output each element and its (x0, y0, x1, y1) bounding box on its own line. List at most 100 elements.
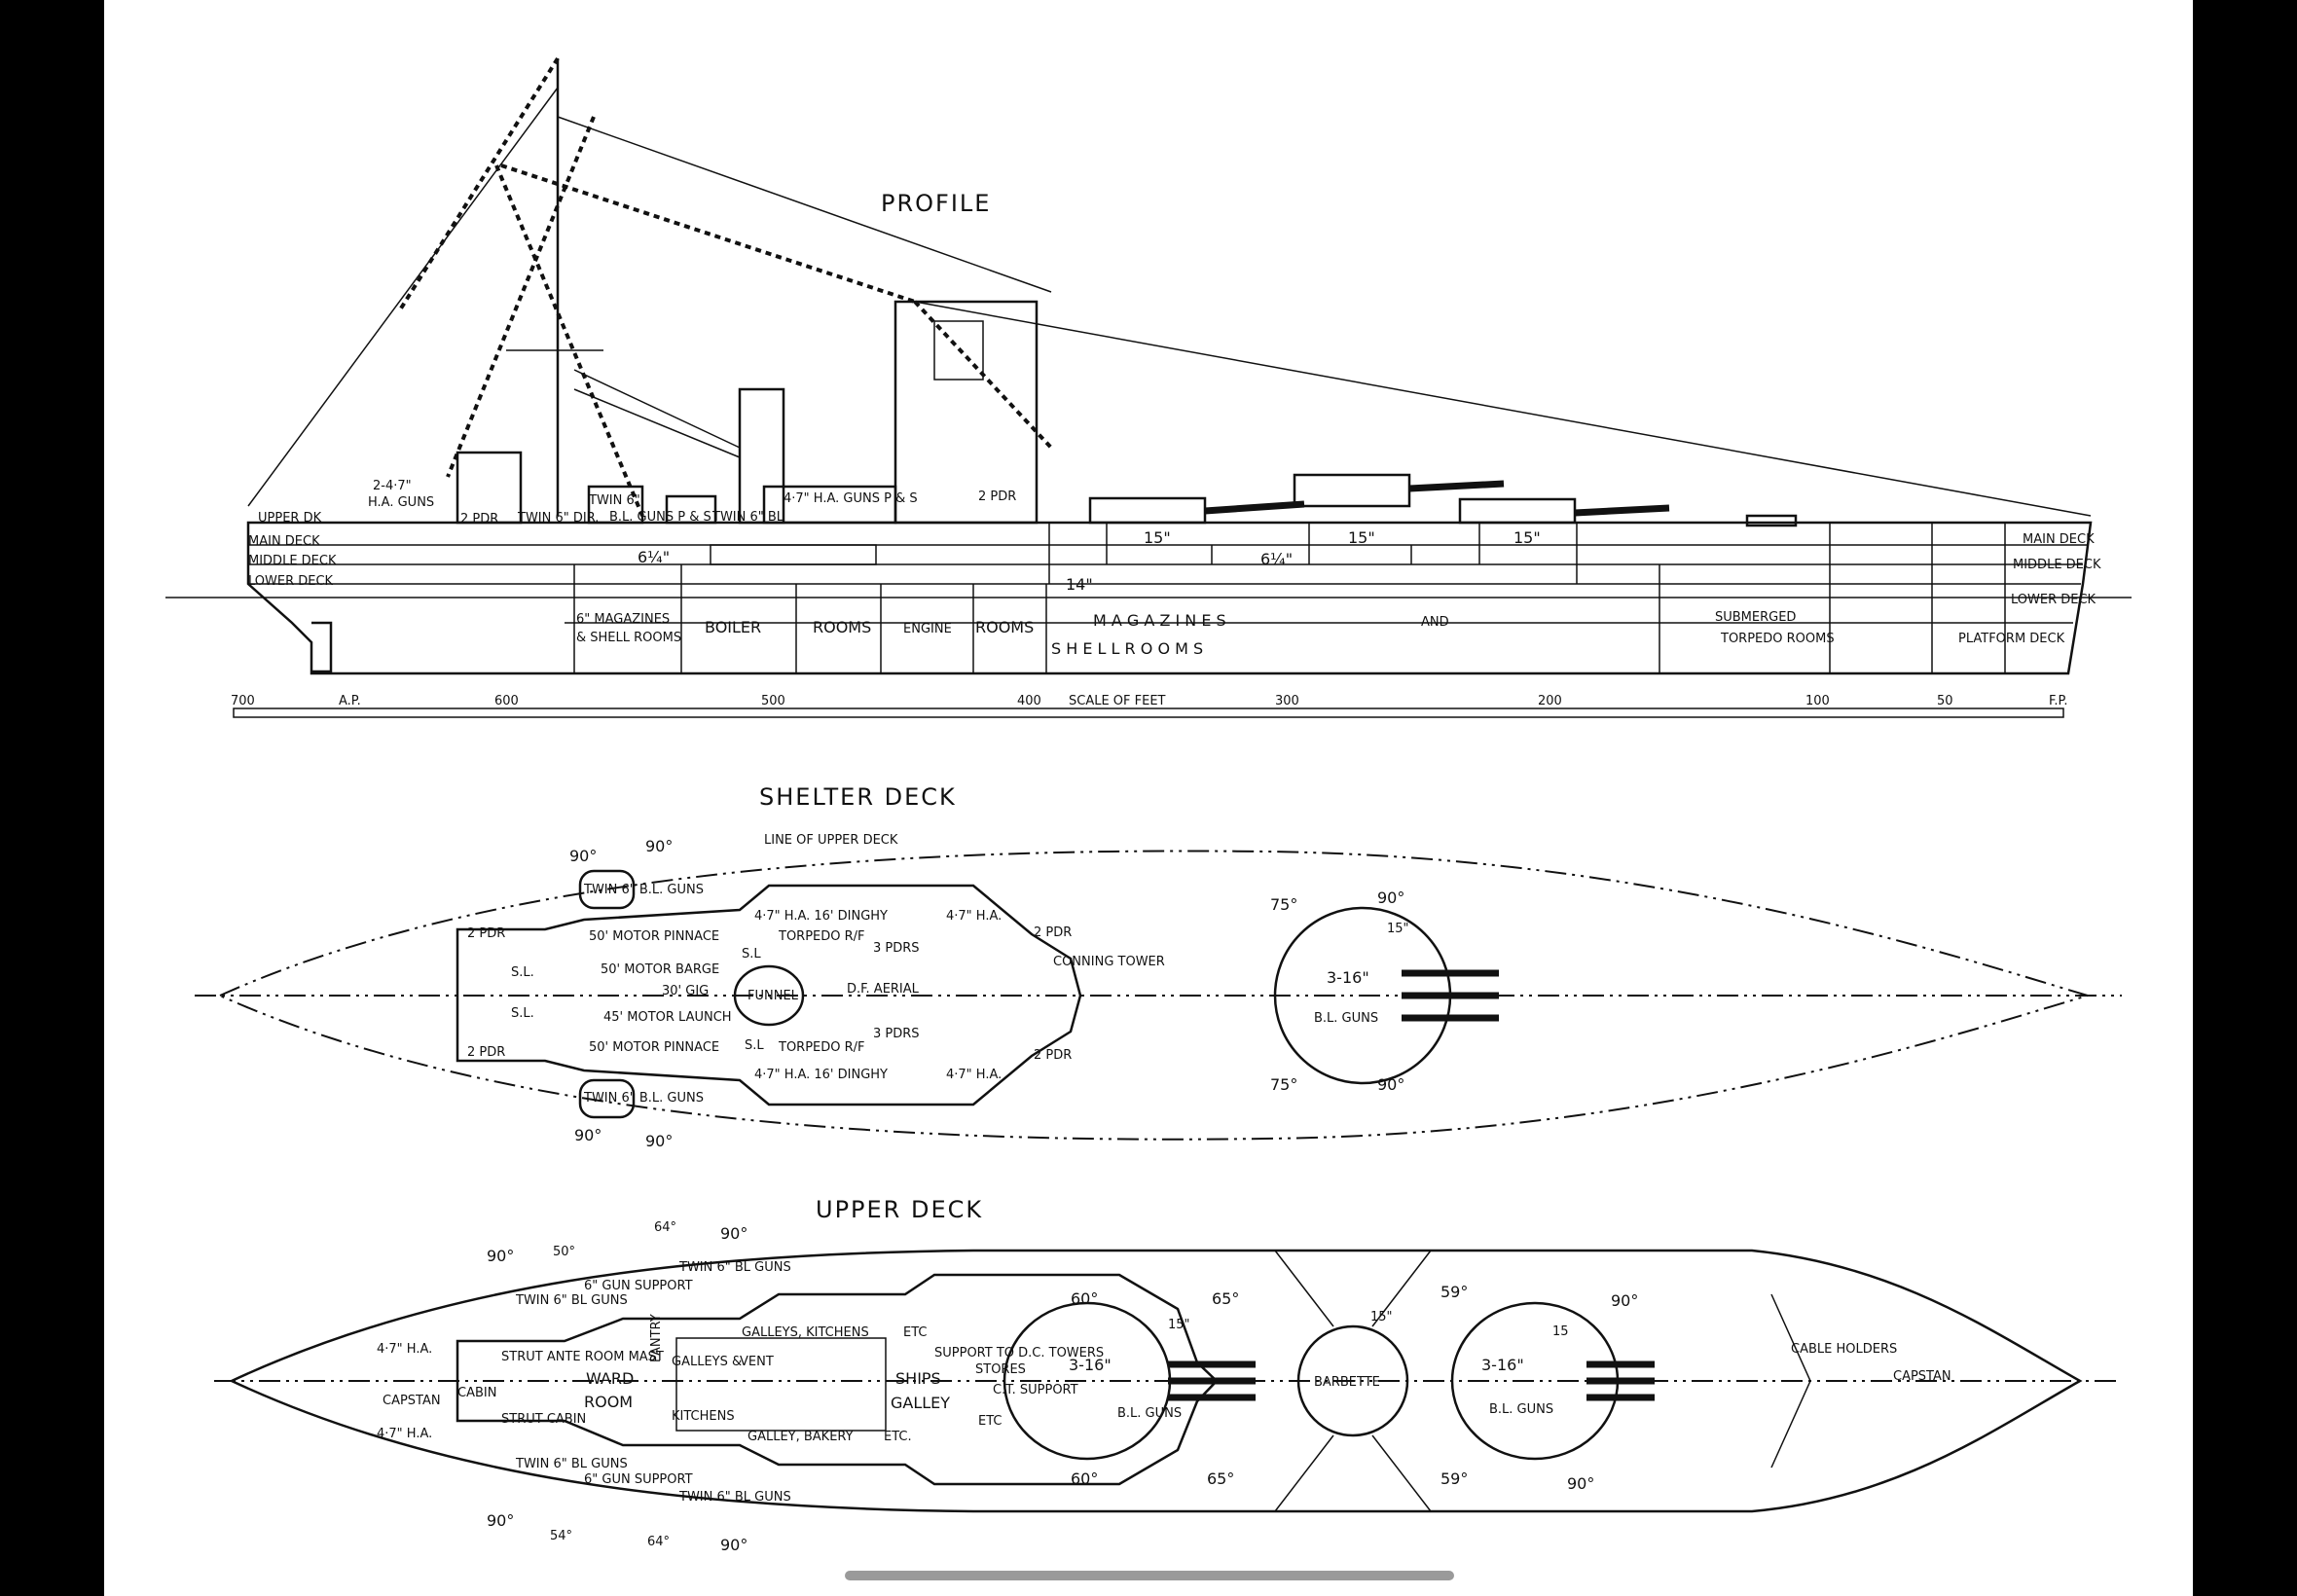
scale-tick-400: 400 (1017, 694, 1041, 708)
label-a59-2: 59° (1440, 1469, 1468, 1488)
main-turrets (1088, 473, 1798, 527)
ship-plan-drawing: PROFILE (165, 56, 2132, 1554)
label-armor-14: 14" (1066, 575, 1093, 594)
label-twin-bl-4: TWIN 6" BL GUNS (678, 1490, 791, 1505)
scale-tick-fp: F.P. (2049, 694, 2067, 708)
label-rooms-1: ROOMS (813, 618, 871, 636)
scale-of-feet: 700 A.P. 600 500 400 SCALE OF FEET 300 2… (231, 694, 2067, 718)
label-a90-1: 90° (569, 847, 597, 865)
label-capstan-aft: CAPSTAN (383, 1394, 441, 1408)
label-gun-support-1: 6" GUN SUPPORT (584, 1279, 693, 1293)
label-ud-bl-1: B.L. GUNS (1117, 1406, 1182, 1421)
label-galley: GALLEY (891, 1394, 950, 1412)
label-pdr-2: 2 PDR (467, 1045, 505, 1060)
label-ha-guns-ps: 4·7" H.A. GUNS P & S (784, 491, 918, 506)
label-ud-a90-6: 90° (1567, 1474, 1594, 1493)
label-engine: ENGINE (903, 622, 952, 636)
label-armor-6q-b: 6¼" (1260, 550, 1293, 568)
label-sl-1: S.L. (511, 965, 534, 980)
label-a75-2: 75° (1270, 1075, 1297, 1094)
label-barbette: BARBETTE (1314, 1375, 1380, 1390)
label-sl-4: S.L (745, 1038, 764, 1053)
label-line-of-upper-deck: LINE OF UPPER DECK (764, 833, 898, 848)
label-stores: STORES (975, 1362, 1026, 1377)
label-twin-bl-3: TWIN 6" BL GUNS (515, 1457, 628, 1471)
label-a90-2: 90° (645, 837, 673, 855)
scale-tick-50: 50 (1937, 694, 1953, 708)
label-a60-2: 60° (1071, 1469, 1098, 1488)
label-lower-deck: LOWER DECK (248, 574, 334, 589)
scale-tick-700: 700 (231, 694, 255, 708)
label-a59-1: 59° (1440, 1283, 1468, 1301)
label-ud-a50: 50° (553, 1245, 575, 1259)
label-2pdr-fwd: 2 PDR (978, 490, 1016, 504)
label-ha-3: 4·7" H.A. 16' DINGHY (754, 1068, 888, 1082)
label-a90-6: 90° (1377, 1075, 1404, 1094)
label-cable-holders: CABLE HOLDERS (1791, 1342, 1897, 1357)
label-ud-guns-1: 3-16" (1069, 1356, 1112, 1374)
profile-labels: UPPER DK MAIN DECK MIDDLE DECK LOWER DEC… (248, 479, 2101, 658)
label-guns-main: 3-16" (1327, 968, 1369, 987)
label-armor-15c: 15" (1513, 528, 1541, 547)
shelter-deck-view: SHELTER DECK LINE OF UPPER DECK 90° 90° … (195, 783, 2122, 1150)
scale-tick-600: 600 (494, 694, 519, 708)
label-bl-guns: B.L. GUNS P & S (609, 510, 711, 525)
label-conning-tower: CONNING TOWER (1053, 955, 1165, 969)
label-platform-deck: PLATFORM DECK (1958, 632, 2065, 646)
label-ud-a64-2: 64° (647, 1535, 670, 1549)
label-pdr-4: 2 PDR (1034, 1048, 1072, 1063)
label-vent: VENT (740, 1355, 774, 1369)
label-main-deck: MAIN DECK (248, 534, 320, 549)
label-a60-1: 60° (1071, 1289, 1098, 1308)
label-2pdr: 2 PDR (460, 512, 498, 526)
label-galleys-kitchens: GALLEYS, KITCHENS (742, 1325, 869, 1340)
label-funnel: FUNNEL (747, 989, 799, 1003)
upper-deck-view: UPPER DECK 90° 50° 64° 90° 90° 54° 64° 9… (214, 1196, 2122, 1554)
label-capstan-fwd: CAPSTAN (1893, 1369, 1951, 1384)
rigging (247, 56, 2092, 517)
label-twin6-bl: TWIN 6" BL (711, 510, 784, 525)
label-ud-a54: 54° (550, 1529, 572, 1543)
label-middle-deck: MIDDLE DECK (248, 554, 337, 568)
label-main-deck-fwd: MAIN DECK (2023, 532, 2095, 547)
label-ward: WARD (586, 1369, 634, 1388)
scale-tick-ap: A.P. (339, 694, 361, 708)
label-ud-a15-3: 15 (1552, 1324, 1569, 1339)
label-ha-1: 4·7" H.A. 16' DINGHY (754, 909, 888, 924)
label-torpedo-rooms: TORPEDO ROOMS (1720, 632, 1835, 646)
label-twin-bl-1: TWIN 6" BL GUNS (515, 1293, 628, 1308)
label-pdrs-2: 3 PDRS (873, 1027, 920, 1041)
drawing-sheet: PROFILE (104, 0, 2193, 1596)
label-barge: 50' MOTOR BARGE (601, 962, 719, 977)
label-ha-4: 4·7" H.A. (946, 1068, 1002, 1082)
label-ud-a15-2: 15" (1370, 1310, 1393, 1324)
label-support-dc: SUPPORT TO D.C. TOWERS (934, 1346, 1104, 1360)
scale-caption: SCALE OF FEET (1069, 694, 1166, 708)
label-a75-1: 75° (1270, 895, 1297, 914)
label-etc-1: ETC (903, 1325, 927, 1340)
label-etc-2: ETC. (884, 1430, 912, 1444)
label-ud-a15-1: 15" (1168, 1318, 1190, 1332)
label-ud-bl-2: B.L. GUNS (1489, 1402, 1553, 1417)
label-ud-a90-4: 90° (720, 1536, 747, 1554)
label-galleys: GALLEYS & (672, 1355, 742, 1369)
horizontal-scroll-indicator[interactable] (845, 1571, 1454, 1580)
label-a65-1: 65° (1212, 1289, 1239, 1308)
label-a15: 15" (1387, 922, 1409, 936)
label-etc-3: ETC (978, 1414, 1002, 1429)
label-twin-bl-2: TWIN 6" BL GUNS (678, 1260, 791, 1275)
scale-tick-200: 200 (1538, 694, 1562, 708)
label-torpedo-1: TORPEDO R/F (778, 929, 865, 944)
label-pdr-3: 2 PDR (1034, 925, 1072, 940)
label-ud-a90-5: 90° (1611, 1291, 1638, 1310)
label-twin6: TWIN 6" (588, 493, 640, 508)
label-shell-rooms-6in: & SHELL ROOMS (576, 631, 681, 645)
label-ha-2: 4·7" H.A. (946, 909, 1002, 924)
label-lower-deck-fwd: LOWER DECK (2011, 593, 2096, 607)
label-ha-guns-2: H.A. GUNS (368, 495, 434, 510)
label-ud-a90-2: 90° (720, 1224, 747, 1243)
label-magazines: M A G A Z I N E S (1093, 611, 1226, 630)
label-rooms-2: ROOMS (975, 618, 1034, 636)
label-twin-bl-top: TWIN 6" B.L. GUNS (583, 883, 704, 897)
label-twin6-dir: TWIN 6" DIR. (517, 511, 599, 526)
